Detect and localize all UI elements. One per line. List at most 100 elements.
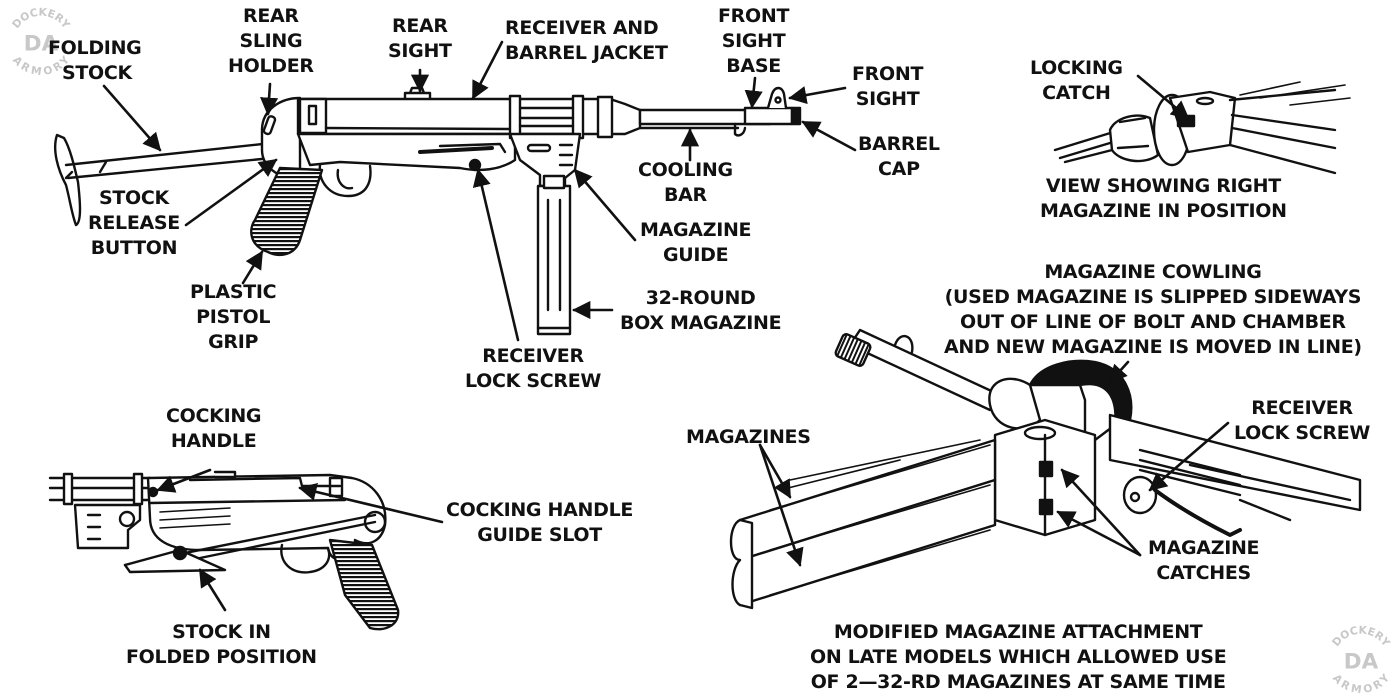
label-line: GUIDE bbox=[662, 244, 729, 266]
label-cooling-bar: COOLING BAR bbox=[638, 158, 733, 208]
label-line: GUIDE SLOT bbox=[477, 524, 602, 546]
dual-magazine-drawing bbox=[729, 328, 1362, 610]
svg-text:DOCKERY: DOCKERY bbox=[9, 5, 72, 31]
label-line: MODIFIED MAGAZINE ATTACHMENT bbox=[833, 621, 1203, 643]
svg-text:ARMORY: ARMORY bbox=[1330, 671, 1392, 696]
leader-arrows bbox=[102, 40, 1230, 612]
stock-strut-upper bbox=[64, 141, 274, 167]
label-line: RECEIVER bbox=[482, 345, 584, 367]
arrow-magazine-cowling bbox=[1108, 360, 1130, 384]
label-line: OF 2—32-RD MAGAZINES AT SAME TIME bbox=[810, 671, 1226, 693]
lock-screw-knob bbox=[1122, 475, 1158, 515]
arrow-front-sight-base bbox=[744, 76, 763, 109]
arrow-magazine-catch-lower bbox=[1056, 510, 1142, 557]
box-magazine bbox=[536, 184, 572, 336]
magazine-catch-upper bbox=[1038, 460, 1054, 478]
label-front-sight-base: FRONT SIGHT BASE bbox=[718, 4, 789, 79]
label-line: MAGAZINE IN POSITION bbox=[1040, 200, 1287, 222]
arrow-magazine-guide bbox=[573, 168, 637, 242]
label-magazine-cowling: MAGAZINE COWLING (USED MAGAZINE IS SLIPP… bbox=[944, 260, 1362, 360]
label-line: SIGHT bbox=[721, 30, 786, 52]
arrow-receiver-lock-screw bbox=[472, 168, 520, 342]
arrow-receiver-lock-screw-detail bbox=[1148, 421, 1230, 492]
label-line: REAR bbox=[391, 15, 448, 37]
label-line: COCKING bbox=[166, 405, 262, 427]
label-receiver-lock-screw: RECEIVER LOCK SCREW bbox=[465, 344, 601, 394]
label-line: 32-ROUND bbox=[645, 287, 756, 309]
stock-buttplate bbox=[53, 133, 82, 227]
label-modified-attachment: MODIFIED MAGAZINE ATTACHMENT ON LATE MOD… bbox=[810, 620, 1227, 695]
cocking-handle-slot bbox=[188, 476, 342, 488]
watermark-arc-top: DOCKERY bbox=[9, 5, 72, 31]
arrow-front-sight bbox=[788, 86, 847, 105]
watermark-monogram: DA bbox=[24, 32, 59, 57]
label-line: REAR bbox=[243, 5, 299, 27]
label-line: MAGAZINE COWLING bbox=[1044, 261, 1262, 283]
label-line: OUT OF LINE OF BOLT AND CHAMBER bbox=[960, 311, 1346, 333]
label-plastic-pistol-grip: PLASTIC PISTOL GRIP bbox=[190, 280, 277, 355]
label-line: RECEIVER AND bbox=[505, 17, 659, 39]
label-stock-release-button: STOCK RELEASE BUTTON bbox=[88, 186, 180, 261]
label-line: VIEW SHOWING RIGHT bbox=[1045, 175, 1281, 197]
folded-stock-drawing bbox=[48, 470, 400, 631]
arrow-stock-folded bbox=[198, 568, 227, 612]
arrow-pistol-grip bbox=[241, 250, 264, 285]
watermark-monogram: DA bbox=[1344, 650, 1379, 675]
label-line: FOLDED POSITION bbox=[126, 646, 317, 668]
label-rear-sight: REAR SIGHT bbox=[388, 14, 452, 64]
folded-pistol-grip bbox=[328, 538, 400, 631]
folded-cocking-handle bbox=[147, 486, 159, 498]
label-line: MAGAZINE bbox=[1148, 537, 1260, 559]
label-line: FRONT bbox=[718, 5, 790, 27]
label-line: STOCK IN bbox=[172, 621, 271, 643]
label-line: LOCK SCREW bbox=[465, 370, 602, 392]
label-line: AND NEW MAGAZINE IS MOVED IN LINE) bbox=[944, 336, 1362, 358]
label-line: BOX MAGAZINE bbox=[620, 312, 782, 334]
label-line: MAGAZINES bbox=[686, 426, 811, 448]
label-barrel-cap: BARREL CAP bbox=[858, 132, 940, 182]
watermark-top-left: DOCKERY ARMORY DA bbox=[9, 5, 72, 78]
watermark-arc-top: DOCKERY bbox=[1329, 623, 1392, 649]
label-line: GRIP bbox=[208, 331, 259, 353]
label-line: CATCHES bbox=[1156, 562, 1251, 584]
label-view-right-magazine: VIEW SHOWING RIGHT MAGAZINE IN POSITION bbox=[1040, 174, 1287, 224]
arrow-magazine-catch-upper bbox=[1060, 468, 1142, 557]
arrow-folding-stock bbox=[102, 84, 162, 152]
label-line: LOCKING bbox=[1030, 57, 1123, 79]
label-line: LOCK SCREW bbox=[1234, 422, 1371, 444]
arrow-guide-slot bbox=[298, 482, 444, 524]
label-line: SLING bbox=[239, 30, 303, 52]
arrow-receiver-jacket bbox=[471, 40, 504, 100]
receiver-lock-screw bbox=[468, 158, 482, 172]
label-line: BASE bbox=[726, 55, 781, 77]
label-line: BARREL bbox=[858, 133, 940, 155]
label-locking-catch: LOCKING CATCH bbox=[1030, 56, 1123, 106]
label-line: BAR bbox=[663, 184, 707, 206]
arrow-barrel-cap bbox=[801, 120, 857, 152]
label-line: RECEIVER bbox=[1251, 397, 1353, 419]
label-front-sight: FRONT SIGHT bbox=[852, 62, 923, 112]
arrow-locking-catch bbox=[1136, 74, 1190, 120]
label-line: HOLDER bbox=[228, 55, 314, 77]
arrow-magazines-lower bbox=[758, 443, 804, 567]
label-line: BUTTON bbox=[90, 237, 178, 259]
watermark-bottom-right: DOCKERY ARMORY DA bbox=[1329, 623, 1392, 696]
pistol-grip bbox=[250, 166, 324, 256]
label-folding-stock: FOLDING STOCK bbox=[48, 36, 142, 86]
watermark-arc-bottom: ARMORY bbox=[1330, 671, 1392, 696]
label-line: STOCK bbox=[99, 187, 169, 209]
label-line: HANDLE bbox=[170, 430, 257, 452]
label-line: RELEASE bbox=[88, 212, 180, 234]
rear-sight bbox=[403, 86, 432, 100]
label-magazine-catches: MAGAZINE CATCHES bbox=[1148, 536, 1260, 586]
main-gun-drawing bbox=[53, 86, 802, 336]
trigger-guard bbox=[318, 163, 372, 198]
label-cocking-handle-guide-slot: COCKING HANDLE GUIDE SLOT bbox=[446, 498, 633, 548]
label-line: COCKING HANDLE bbox=[446, 499, 634, 521]
label-magazines: MAGAZINES bbox=[686, 425, 811, 450]
svg-text:DOCKERY: DOCKERY bbox=[1329, 623, 1392, 649]
lower-receiver bbox=[296, 132, 517, 172]
label-line: SIGHT bbox=[855, 88, 920, 110]
label-line: SIGHT bbox=[388, 40, 452, 62]
label-line: FOLDING bbox=[48, 37, 142, 59]
